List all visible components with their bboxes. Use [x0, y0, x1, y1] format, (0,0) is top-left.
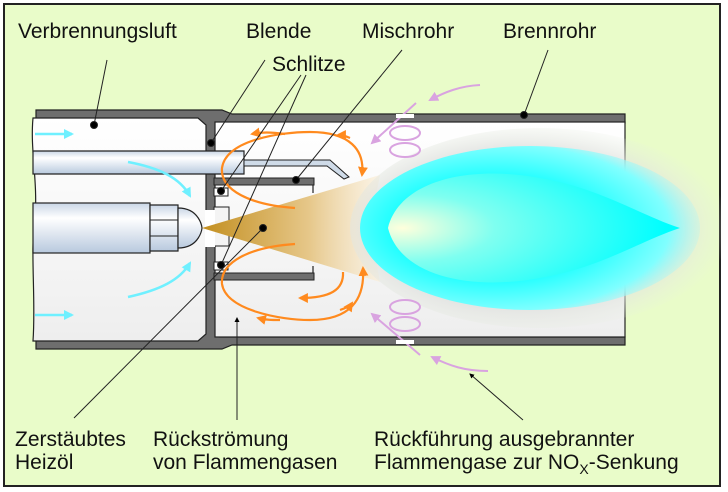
nox-subscript: X	[579, 461, 589, 477]
recirc-slot-top	[396, 114, 414, 118]
recirculation-arrows	[220, 127, 369, 325]
label-rueckfuehrung-line2: Flammengase zur NOX-Senkung	[374, 451, 679, 477]
label-zerstaeubtes-line1: Zerstäubtes	[15, 428, 126, 451]
label-zerstaeubtes-heizoel: Zerstäubtes Heizöl	[15, 428, 126, 474]
label-rueckfuehrung-line1: Rückführung ausgebrannter	[374, 428, 635, 451]
label-brennrohr: Brennrohr	[503, 20, 597, 43]
label-blende: Blende	[246, 20, 312, 43]
label-rueckstroemung-line1: Rückströmung	[153, 428, 289, 451]
oil-nozzle	[32, 202, 215, 254]
label-mischrohr: Mischrohr	[362, 20, 455, 43]
combustion-air-arrows	[35, 129, 192, 320]
label-schlitze: Schlitze	[272, 53, 346, 76]
ignition-electrode	[32, 150, 350, 180]
label-zerstaeubtes-line2: Heizöl	[15, 451, 74, 474]
nox-text: Flammengase zur NO	[374, 451, 580, 474]
leader-lines	[73, 49, 549, 421]
label-rueckstroemung-line2: von Flammengasen	[153, 451, 338, 474]
oil-spray-cone	[202, 175, 380, 282]
label-verbrennungsluft: Verbrennungsluft	[18, 20, 177, 43]
flue-gas-return-arrows	[370, 84, 489, 372]
flame	[350, 128, 728, 328]
senkung-text: -Senkung	[588, 451, 679, 474]
label-rueckstroemung: Rückströmung von Flammengasen	[153, 428, 337, 474]
recirc-slot-bottom	[396, 340, 414, 344]
label-rueckfuehrung: Rückführung ausgebrannter Flammengase zu…	[374, 428, 679, 477]
